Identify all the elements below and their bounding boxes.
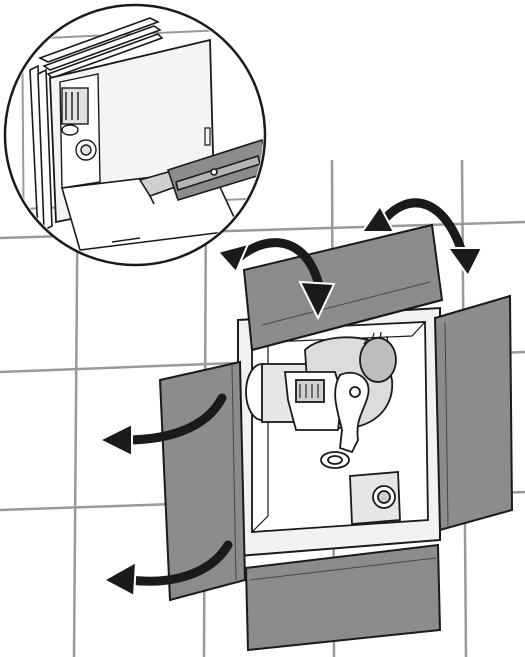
- curved-arrow-icon: [120, 198, 467, 586]
- utility-knife-icon: [138, 138, 263, 205]
- right-flap: [433, 294, 514, 532]
- detail-inset: [3, 3, 267, 267]
- top-flap: [242, 223, 444, 352]
- bottom-flap: [244, 543, 442, 652]
- valve-body: [245, 331, 401, 525]
- left-flap: [158, 360, 247, 602]
- arrowheads: [97, 204, 484, 598]
